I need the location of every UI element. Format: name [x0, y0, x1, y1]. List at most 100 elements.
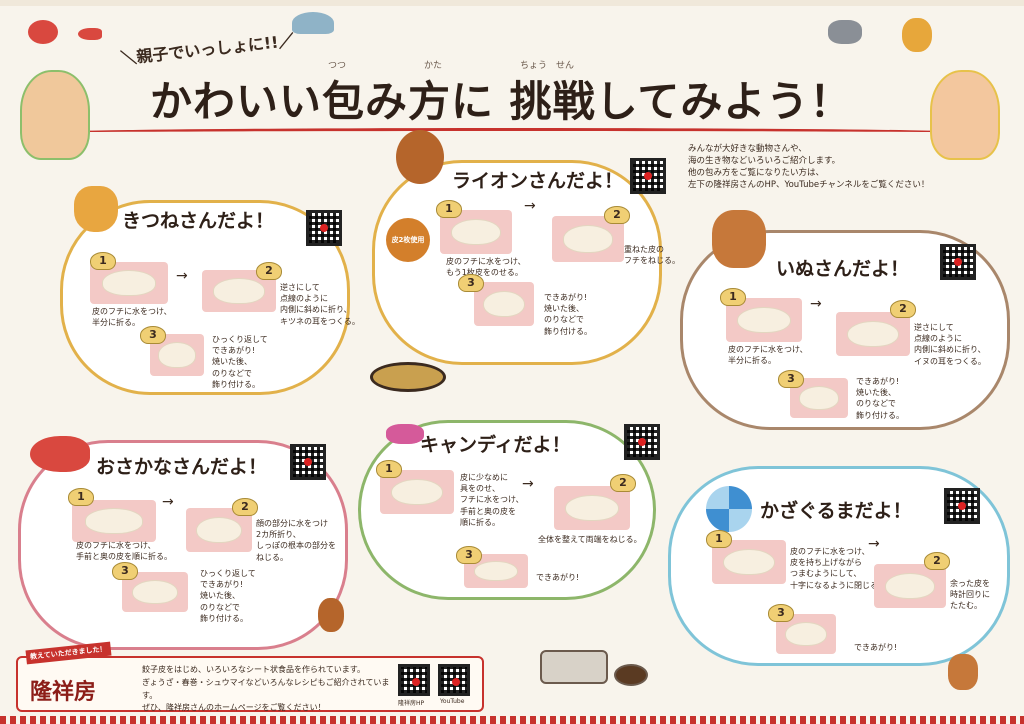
fox-icon [74, 186, 118, 232]
cat-icon [902, 18, 932, 52]
candy-step2-text: 全体を整えて両端をねじる。 [538, 535, 642, 544]
footer-text: 餃子皮をはじめ、いろいろなシート状食品を作られています。 ぎょうざ・春巻・シュウ… [142, 665, 390, 713]
title-underline [30, 128, 990, 138]
lion-step3-badge: 3 [458, 274, 484, 292]
ruby-tsutsu: つつ [328, 61, 347, 71]
octopus-icon [28, 20, 58, 44]
parent-illustration [930, 70, 1000, 160]
fox-step3-badge: 3 [140, 326, 166, 344]
candy-step1-text: 皮に少なめに 具をのせ、 フチに水をつけ、 手前と奥の皮を 順に折る。 [460, 473, 524, 527]
dog-qr-code[interactable] [940, 244, 976, 280]
dog-step1-text: 皮のフチに水をつけ、 半分に折る。 [728, 345, 808, 366]
pinwheel-icon [706, 486, 752, 532]
lion-qr-code[interactable] [630, 158, 666, 194]
fox-step2-badge: 2 [256, 262, 282, 280]
dog-step3-badge: 3 [778, 370, 804, 388]
fox-qr-code[interactable] [306, 210, 342, 246]
intro-text: みんなが大好きな動物さんや、 海の生き物などいろいろご紹介します。 他の包み方を… [688, 144, 930, 190]
candy-qr-code[interactable] [624, 424, 660, 460]
candy-step3-text: できあがり! [536, 573, 580, 582]
fox-step2-photo [202, 270, 276, 312]
pinwheel-step1-photo [712, 540, 786, 584]
lion-step3-photo [474, 282, 534, 326]
gyoza-tray-icon [540, 650, 608, 684]
arrow-right-icon: → [524, 198, 536, 214]
arrow-right-icon: → [868, 536, 880, 552]
fish-qr-code[interactable] [290, 444, 326, 480]
lion-step3-text: できあがり! 焼いた後、 のりなどで 飾り付ける。 [544, 293, 592, 336]
dog-title: いぬさんだよ！ [776, 258, 910, 280]
lion-step1-badge: 1 [436, 200, 462, 218]
lion-title: ライオンさんだよ！ [452, 170, 624, 192]
candy-step2-badge: 2 [610, 474, 636, 492]
candy-step1-badge: 1 [376, 460, 402, 478]
lion-step1-text: 皮のフチに水をつけ、 もう1枚皮をのせる。 [446, 257, 526, 278]
fish-step1-photo [72, 500, 156, 542]
header: ＼親子でいっしょに!!／ つつ かた ちょう せん かわいい包み方に 挑戦してみ… [0, 0, 1024, 190]
fox-title: きつねさんだよ！ [122, 210, 275, 232]
company-logo[interactable]: 隆祥房 [30, 679, 97, 705]
pinwheel-step2-photo [874, 564, 946, 608]
arrow-right-icon: → [162, 494, 174, 510]
sea-bream-icon [30, 436, 90, 472]
fish-step1-text: 皮のフチに水をつけ、 手前と奥の皮を順に折る。 [76, 541, 172, 562]
page-title: かわいい包み方に 挑戦してみよう！ [150, 77, 853, 126]
lion-two-wrappers-chip: 皮2枚使用 [386, 218, 430, 262]
subtitle: ＼親子でいっしょに!!／ [119, 30, 296, 69]
child-illustration [20, 70, 90, 160]
sauce-dish-icon [614, 664, 648, 686]
pinwheel-step2-text: 余った皮を 時計回りに たたむ。 [950, 579, 990, 611]
homepage-qr-code[interactable] [398, 664, 430, 696]
dog-step2-badge: 2 [890, 300, 916, 318]
fish-title: おさかなさんだよ！ [96, 456, 268, 478]
pinwheel-step2-badge: 2 [924, 552, 950, 570]
pinwheel-step1-text: 皮のフチに水をつけ、 皮を持ち上げながら つまむようにして、 十字になるように閉… [790, 547, 886, 590]
top-border [0, 0, 1024, 6]
lion-mascot-icon [318, 598, 344, 632]
pinwheel-step3-badge: 3 [768, 604, 794, 622]
homepage-qr-label: 隆祥房HP [398, 700, 425, 707]
bottom-border [0, 716, 1024, 724]
arrow-right-icon: → [810, 296, 822, 312]
dog-step1-badge: 1 [720, 288, 746, 306]
fish-step3-text: ひっくり返して できあがり! 焼いた後、 のりなどで 飾り付ける。 [200, 569, 256, 623]
dog-mascot-icon [948, 654, 978, 690]
fish-step3-badge: 3 [112, 562, 138, 580]
candy-step3-photo [464, 554, 528, 588]
candy-icon [386, 424, 424, 444]
pinwheel-step3-text: できあがり! [854, 643, 898, 652]
manta-icon [292, 12, 334, 34]
fox-step3-text: ひっくり返して できあがり! 焼いた後、 のりなどで 飾り付ける。 [212, 335, 268, 389]
arrow-right-icon: → [522, 476, 534, 492]
elephant-icon [828, 20, 862, 44]
youtube-qr-code[interactable] [438, 664, 470, 696]
fish-icon [78, 28, 102, 40]
lion-step2-text: 重ねた皮の フチをねじる。 [624, 245, 680, 266]
pinwheel-qr-code[interactable] [944, 488, 980, 524]
frying-pan-icon [370, 362, 446, 392]
candy-step3-badge: 3 [456, 546, 482, 564]
lion-icon [396, 130, 444, 184]
dog-icon [712, 210, 766, 268]
fox-step1-badge: 1 [90, 252, 116, 270]
fox-step1-text: 皮のフチに水をつけ、 半分に折る。 [92, 307, 172, 328]
ruby-kata: かた [424, 61, 443, 71]
ruby-chousen: ちょう せん [520, 61, 575, 71]
section-lion [372, 160, 662, 365]
pinwheel-step1-badge: 1 [706, 530, 732, 548]
arrow-right-icon: → [176, 268, 188, 284]
lion-step2-badge: 2 [604, 206, 630, 224]
youtube-qr-label: YouTube [440, 698, 465, 705]
dog-step3-text: できあがり! 焼いた後、 のりなどで 飾り付ける。 [856, 377, 904, 420]
fish-step2-badge: 2 [232, 498, 258, 516]
fox-step2-text: 逆さにして 点線のように 内側に斜めに折り、 キツネの耳をつくる。 [280, 283, 360, 326]
dog-step3-photo [790, 378, 848, 418]
dog-step2-text: 逆さにして 点線のように 内側に斜めに折り、 イヌの耳をつくる。 [914, 323, 986, 366]
candy-title: キャンディだよ！ [420, 434, 571, 456]
candy-step2-photo [554, 486, 630, 530]
fish-step2-text: 顔の部分に水をつけ 2カ所折り、 しっぽの根本の部分を ねじる。 [256, 519, 336, 562]
fish-step1-badge: 1 [68, 488, 94, 506]
dog-step2-photo [836, 312, 910, 356]
pinwheel-title: かざぐるまだよ！ [760, 500, 912, 522]
